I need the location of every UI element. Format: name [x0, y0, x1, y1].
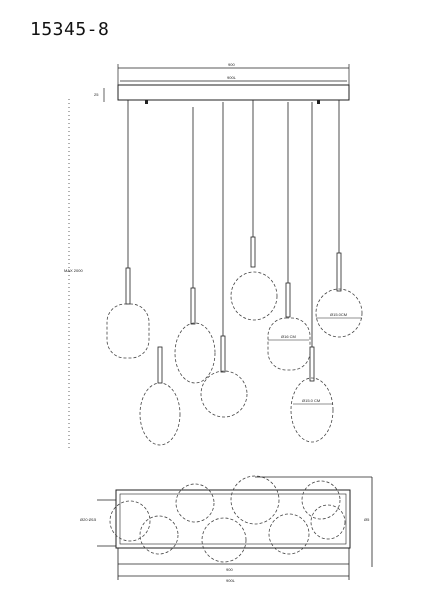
globe-round-2: [230, 271, 278, 321]
top-view-inner-width-label: 900: [226, 567, 233, 572]
globe-round-3: [315, 288, 363, 338]
overall-width-label: 900: [228, 62, 235, 67]
globe-diameter-label-1: Ø15.0CM: [330, 312, 347, 317]
top-view-outer-rect: [115, 489, 351, 549]
globe-oblong-2: [267, 317, 311, 371]
pendant-cords: [127, 100, 340, 383]
globe-diameter-leaders: [268, 317, 362, 405]
product-code: 15345-8: [30, 19, 110, 40]
globe-round-1: [200, 370, 248, 418]
top-view-inner-rect: [119, 493, 347, 545]
top-view: [97, 475, 373, 580]
globe-oblong-1: [106, 303, 150, 359]
globe-diameter-label-3: Ø15.0 CM: [302, 398, 320, 403]
glass-globes: [106, 271, 363, 446]
top-view-right-label: Ø5: [364, 517, 370, 522]
pendant-sockets: [125, 236, 342, 384]
globe-egg-1: [174, 322, 216, 384]
total-height-label: MAX 2000: [64, 268, 83, 273]
canopy-height-label: 25: [94, 92, 99, 97]
canopy-mounts: [145, 100, 320, 104]
top-view-outer-width-label: 900L: [226, 578, 236, 583]
globe-diameter-label-2: Ø16 CM: [281, 334, 296, 339]
top-view-left-label: Ø20 Ø15: [80, 517, 97, 522]
canopy-rail: [117, 84, 350, 101]
globe-egg-3: [290, 377, 334, 443]
globe-egg-2: [139, 382, 181, 446]
canopy-width-label: 900L: [227, 75, 237, 80]
